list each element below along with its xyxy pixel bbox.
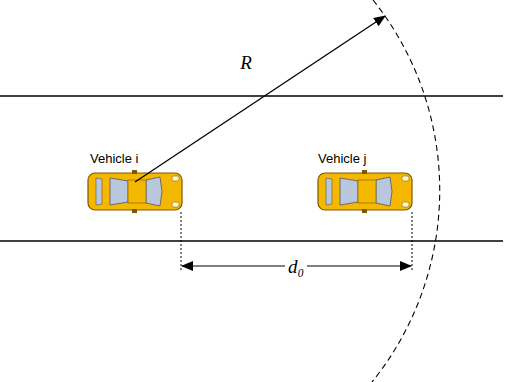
road-edge: [0, 240, 503, 241]
radius-arrow: [135, 16, 385, 182]
vehicle-icon: [88, 170, 182, 213]
vehicle-icon: [318, 170, 412, 213]
dimension-extension: [412, 212, 413, 272]
dimension-extension: [181, 212, 182, 272]
road-edge: [0, 95, 503, 96]
vehicle-label: Vehicle j: [318, 152, 366, 165]
distance-label: d₀: [285, 257, 307, 276]
vehicle-label: Vehicle i: [90, 152, 138, 165]
radius-label: R: [240, 53, 252, 72]
